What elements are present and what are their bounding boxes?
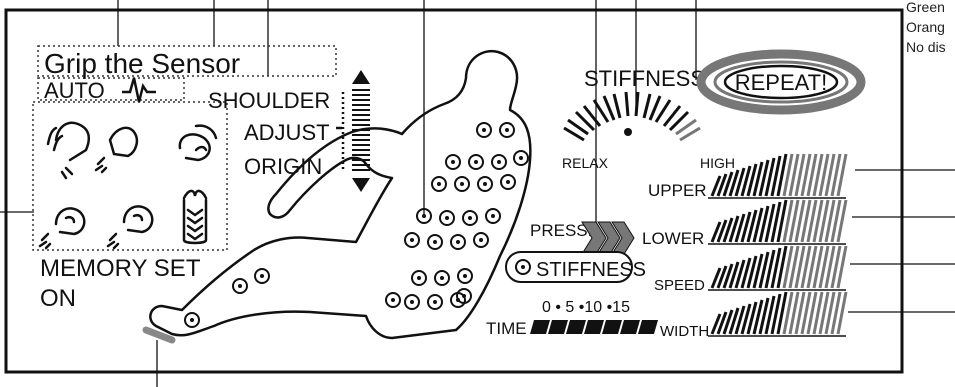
stiffness-button xyxy=(505,251,633,283)
high-label: HIGH xyxy=(700,155,735,171)
speed-level-bar xyxy=(708,245,848,291)
press-label: PRESS. xyxy=(530,221,592,240)
tapping-hand-icon xyxy=(94,126,139,174)
scale-up-arrow-icon xyxy=(352,70,370,84)
time-label: TIME xyxy=(486,319,527,338)
rolling-hand-icon xyxy=(178,124,218,162)
massage-point-dots xyxy=(190,128,523,322)
gauge-needle-dot xyxy=(624,128,632,136)
legend-note-none: No dis xyxy=(906,39,946,55)
press-chevron-icons xyxy=(581,221,635,255)
upper-label: UPPER xyxy=(648,181,707,200)
stiffness-button-icon xyxy=(515,259,531,275)
auto-frame xyxy=(37,77,185,101)
massage-mode-icons xyxy=(38,121,218,250)
body-silhouette xyxy=(149,49,532,340)
memory-frame xyxy=(32,101,228,251)
heartbeat-icon xyxy=(122,77,156,103)
time-bar xyxy=(530,320,658,334)
lower-label: LOWER xyxy=(642,229,704,248)
stiffness-gauge-dim xyxy=(675,118,701,142)
repeat-text: REPEAT! xyxy=(735,70,828,95)
stiffness-gauge xyxy=(563,91,690,142)
time-scale: 0 • 5 •10 •15 xyxy=(542,299,630,316)
massage-points xyxy=(184,122,529,328)
scale-down-arrow-icon xyxy=(352,178,370,192)
grip-sensor-frame xyxy=(37,45,337,77)
adjust-text: ADJUST xyxy=(244,120,330,145)
lower-level-bar xyxy=(708,199,848,245)
repeat-badge: REPEAT! xyxy=(696,49,866,115)
relax-label: RELAX xyxy=(562,155,609,171)
width-label: WIDTH xyxy=(660,323,709,340)
foot-sensor-bar xyxy=(142,326,176,344)
position-scale xyxy=(336,70,370,192)
legend-note-green: Green xyxy=(906,0,945,15)
press-hand-icon xyxy=(106,205,154,250)
vibration-bar-icon xyxy=(182,189,208,245)
shoulder-text: SHOULDER xyxy=(208,88,330,113)
auto-text: AUTO xyxy=(44,78,105,103)
legend-note-orange: Orang xyxy=(906,19,945,35)
stiffness-label: STIFFNESS xyxy=(584,66,705,91)
lcd-frame xyxy=(4,8,904,374)
shiatsu-hand-icon xyxy=(38,207,86,250)
upper-level-bar xyxy=(708,153,848,199)
stiffness-button-icon-dot xyxy=(521,265,525,269)
dotted-frames xyxy=(32,45,337,251)
width-level-bar xyxy=(708,291,848,337)
memory-set-text: MEMORY SET xyxy=(40,255,201,282)
stiffness-button-text: STIFFNESS xyxy=(536,259,646,281)
on-text: ON xyxy=(40,285,76,312)
grip-sensor-text: Grip the Sensor xyxy=(44,48,240,79)
speed-label: SPEED xyxy=(654,277,705,294)
kneading-hand-icon xyxy=(46,121,90,180)
